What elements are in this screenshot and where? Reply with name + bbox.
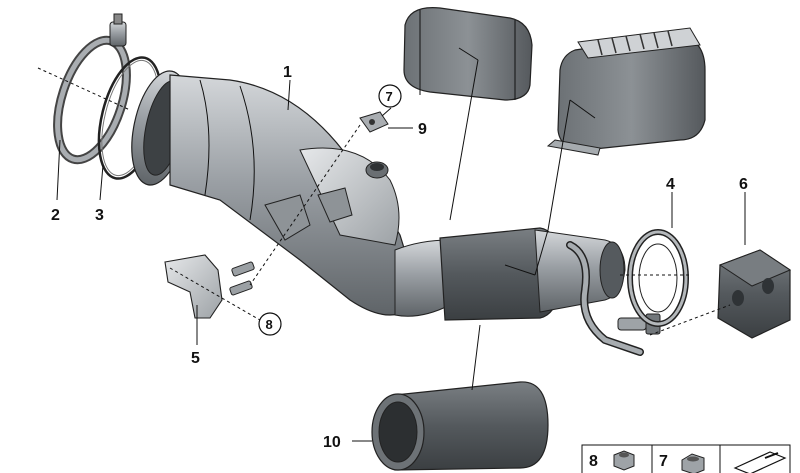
callout-4: 4 bbox=[666, 176, 675, 193]
callout-10: 10 bbox=[323, 434, 341, 451]
legend-item-7-label: 7 bbox=[659, 453, 668, 470]
nut-icon bbox=[613, 450, 635, 471]
callout-2: 2 bbox=[51, 207, 60, 224]
outlet-clamp-ring-part bbox=[627, 229, 689, 327]
callout-1: 1 bbox=[283, 64, 292, 81]
circled-callout-7-ring bbox=[378, 84, 402, 108]
small-bracket-part bbox=[359, 111, 389, 133]
mounting-bracket-part bbox=[164, 254, 255, 319]
callout-9: 9 bbox=[418, 121, 427, 138]
rear-pipe-section bbox=[439, 227, 661, 356]
callout-8: 8 bbox=[266, 317, 273, 332]
callout-7: 7 bbox=[386, 89, 393, 104]
legend-item-8-label: 8 bbox=[589, 453, 598, 470]
callout-6: 6 bbox=[739, 176, 748, 193]
wrench-icon bbox=[733, 451, 787, 473]
fastener-legend: 8 7 bbox=[581, 444, 791, 473]
v-band-clamp-part bbox=[53, 13, 131, 165]
catalytic-converter-part bbox=[131, 70, 451, 317]
leader-lines bbox=[37, 47, 746, 442]
circled-callout-8-ring bbox=[258, 312, 282, 336]
callout-labels: 1 2 3 4 5 6 9 10 7 8 bbox=[51, 64, 748, 451]
heat-shield-lower-half bbox=[546, 27, 706, 156]
callout-3: 3 bbox=[95, 207, 104, 224]
rubber-mount-part bbox=[717, 249, 792, 339]
bolt-icon bbox=[681, 453, 705, 473]
callout-5: 5 bbox=[191, 350, 200, 367]
hose-sleeve-part bbox=[371, 381, 549, 471]
